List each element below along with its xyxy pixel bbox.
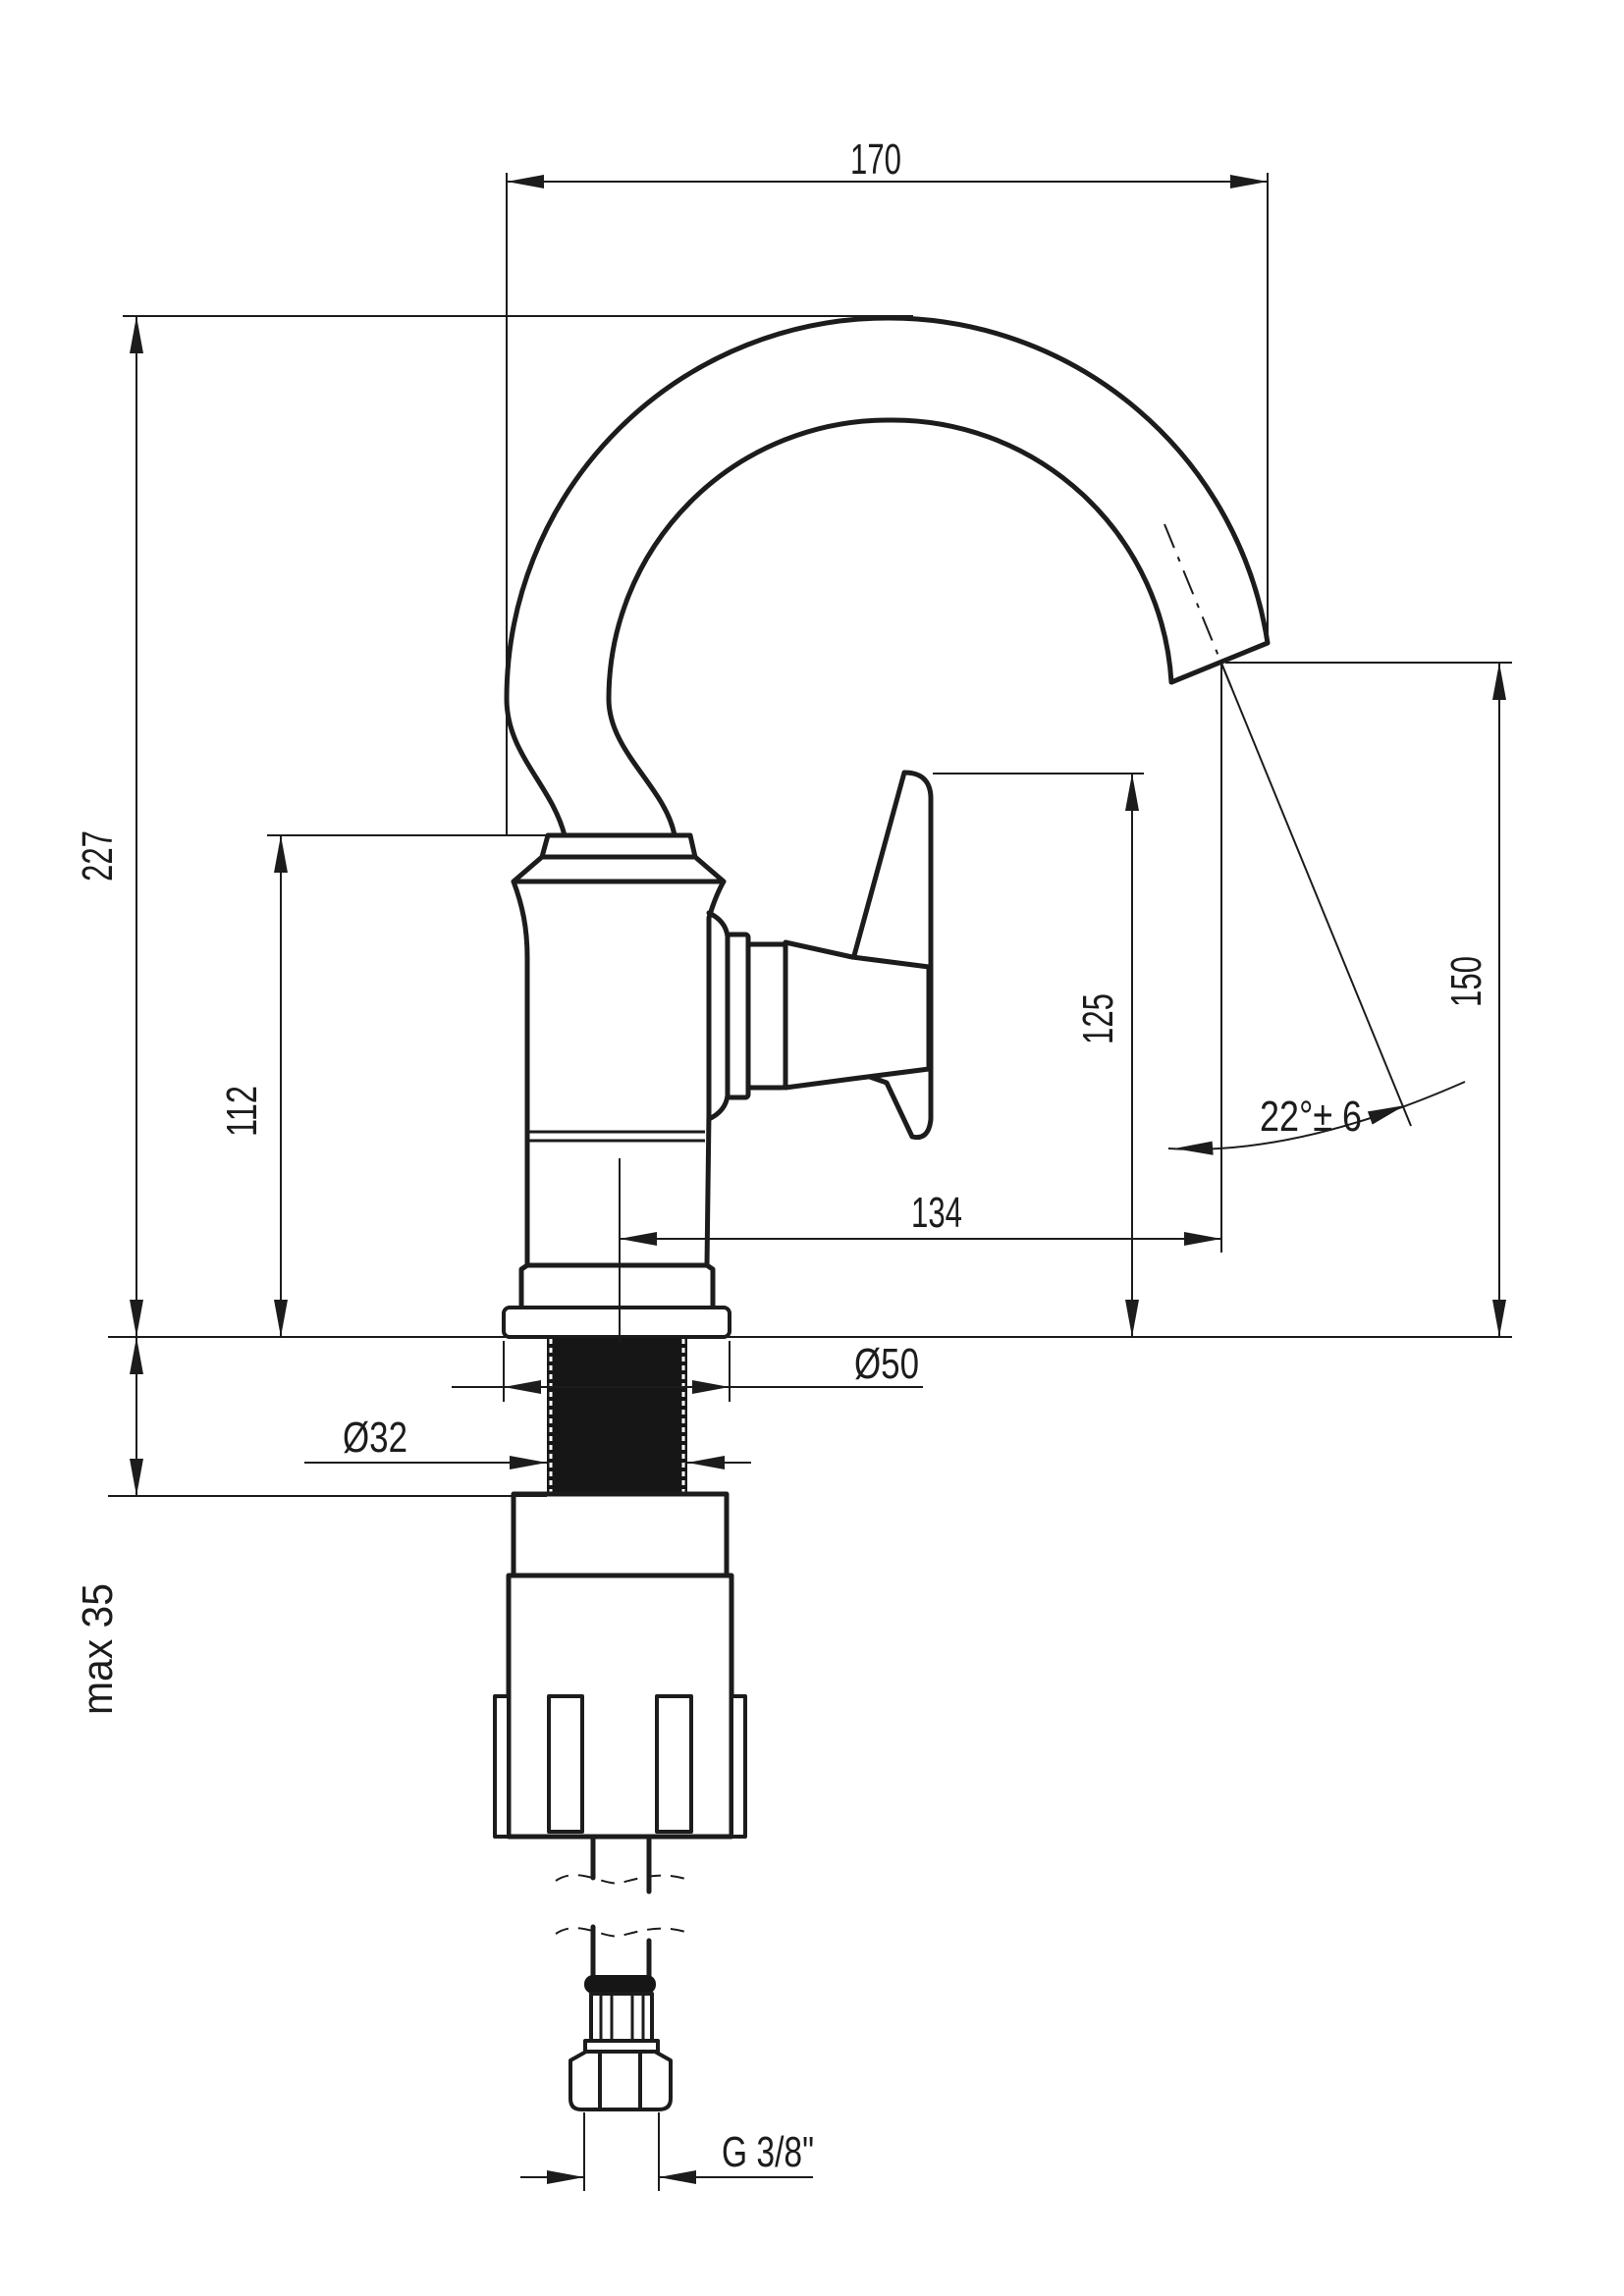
dim-112-arrow-top <box>274 835 288 873</box>
handle-neck-ring-outer <box>725 932 751 1100</box>
neck-fillet-top <box>706 910 731 939</box>
dim-112-arrow-bottom <box>274 1300 288 1337</box>
body-step <box>518 1262 716 1310</box>
hose-break-line-upper <box>555 1874 686 1885</box>
threaded-shank <box>547 1337 687 1494</box>
dim-150-lines <box>1225 662 1512 1337</box>
dimension-labels: 170 227 112 134 125 150 22°± 6 Ø50 Ø32 m… <box>74 135 1490 2176</box>
dim-112-lines <box>267 834 548 1337</box>
body-cap <box>539 832 698 860</box>
nut-slot-right <box>655 1694 693 1834</box>
dim-label-overall-height: 227 <box>74 830 122 881</box>
dim-170-arrow-right <box>1230 175 1268 188</box>
handle-neck-ring-inner <box>745 941 788 1091</box>
dim-125-lines <box>933 773 1144 1337</box>
dim-label-max-deck-thickness: max 35 <box>74 1583 122 1715</box>
dim-label-base-diameter: Ø50 <box>854 1340 919 1388</box>
dim-max35-arrow-bottom <box>130 1459 143 1496</box>
hose-collet-ribs <box>599 1996 645 2039</box>
dim-label-body-height: 112 <box>218 1086 266 1137</box>
dim-angle-incline <box>1219 660 1412 1127</box>
dim-g38-arrow-left <box>547 2170 584 2184</box>
base-flange <box>502 1306 731 1339</box>
dim-g38-lines <box>520 2112 813 2191</box>
dim-170-arrow-left <box>507 175 544 188</box>
dim-125-arrow-top <box>1125 774 1139 811</box>
dim-label-spout-reach: 134 <box>911 1189 962 1237</box>
dim-227-arrow-bottom <box>130 1300 143 1337</box>
dim-170-lines <box>506 173 1269 835</box>
dim-label-stream-angle: 22°± 6 <box>1260 1093 1362 1141</box>
dim-o32-arrow-right <box>687 1456 725 1469</box>
dim-label-handle-height: 125 <box>1074 993 1122 1044</box>
dim-150-arrow-top <box>1492 663 1506 700</box>
handle-cone <box>783 939 932 1091</box>
spout-outline <box>504 315 1271 838</box>
dim-134-arrow-left <box>620 1232 657 1246</box>
dim-227-arrow-top <box>130 316 143 353</box>
dim-227-max35-lines <box>108 315 1512 1497</box>
dim-134-arrow-right <box>1184 1232 1221 1246</box>
shank-thread-texture <box>549 1339 685 1492</box>
dim-label-outlet-height: 150 <box>1442 956 1490 1007</box>
dim-label-shank-diameter: Ø32 <box>343 1414 407 1462</box>
body-groove-lines <box>527 1130 705 1143</box>
shank-lower-section <box>511 1491 730 1578</box>
dim-o50-arrow-left <box>504 1380 541 1394</box>
dim-g38-arrow-right <box>659 2170 696 2184</box>
supply-hose <box>590 1834 652 1980</box>
hose-break-line-lower <box>555 1927 686 1938</box>
dim-max35-arrow-top <box>130 1337 143 1374</box>
faucet-outline <box>493 315 1271 2111</box>
dim-label-supply-thread: G 3/8" <box>722 2128 814 2176</box>
dim-label-overall-projection: 170 <box>850 135 901 184</box>
nut-tab-left <box>493 1694 511 1839</box>
handle-blade <box>850 770 934 1141</box>
body-cap-flare <box>511 854 727 884</box>
dim-150-arrow-bottom <box>1492 1300 1506 1337</box>
dim-o50-arrow-right <box>692 1380 730 1394</box>
hose-ferrule <box>584 1975 656 1994</box>
mounting-nut-body <box>506 1573 734 1840</box>
nut-slot-left <box>547 1694 584 1834</box>
dim-angle-arrow-left <box>1174 1141 1214 1155</box>
hose-hex-nut-facets <box>598 2052 642 2109</box>
dim-134-lines <box>619 661 1222 1343</box>
stream-centerline <box>1164 523 1232 688</box>
dim-angle-arrow-right <box>1367 1105 1405 1125</box>
dimension-lines <box>108 173 1512 2191</box>
hose-hex-nut <box>568 2050 673 2111</box>
nut-tab-right <box>730 1694 747 1839</box>
neck-fillet-bottom <box>706 1093 731 1122</box>
dim-o32-arrow-left <box>510 1456 547 1469</box>
dim-125-arrow-bottom <box>1125 1300 1139 1337</box>
